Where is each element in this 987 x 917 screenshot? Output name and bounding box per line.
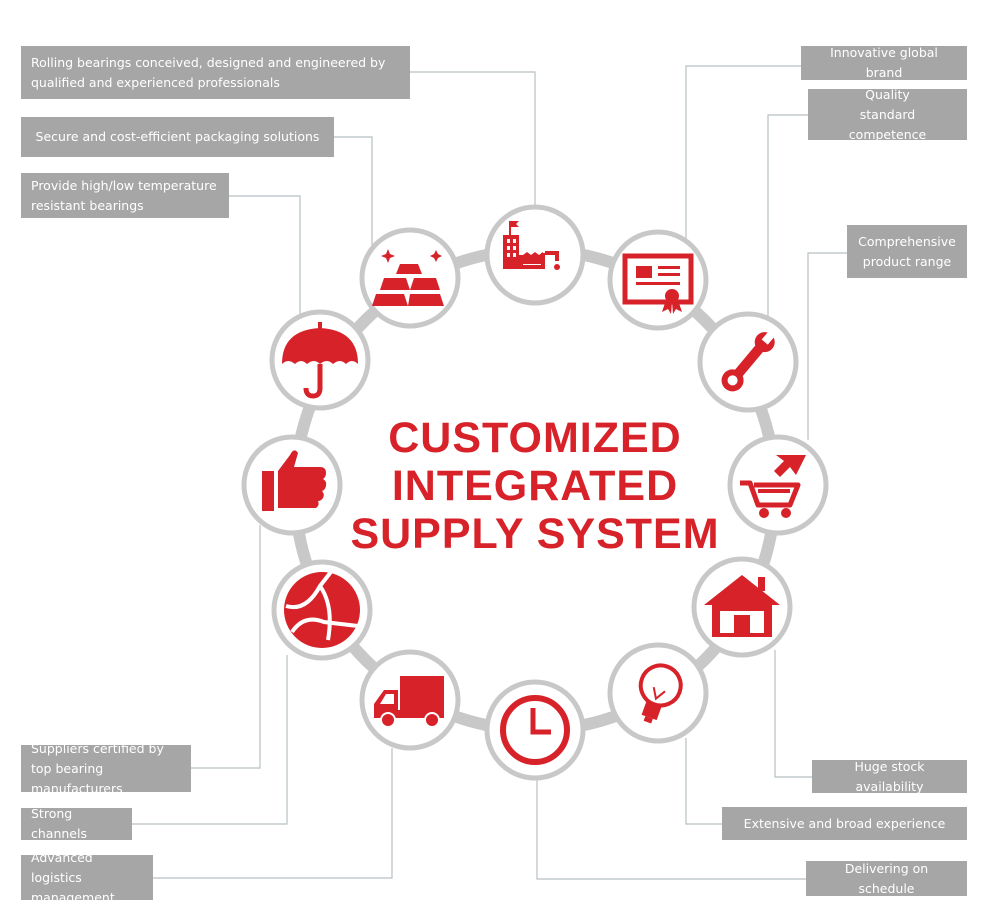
label-text: Delivering on schedule <box>844 860 929 896</box>
label-text: Secure and cost-efficient packaging solu… <box>35 129 320 144</box>
house-icon <box>704 575 780 637</box>
label-box: Comprehensive product range <box>847 225 967 278</box>
icon-node <box>359 227 461 329</box>
connector <box>536 778 806 880</box>
label-box: Secure and cost-efficient packaging solu… <box>21 117 334 157</box>
connector <box>132 655 288 825</box>
label-box: Suppliers certified by top bearing manuf… <box>21 741 191 796</box>
icon-node <box>359 649 461 751</box>
label-box: Quality standard competence <box>808 87 967 142</box>
connector <box>685 65 801 240</box>
truck-icon <box>374 676 444 728</box>
label-box: Huge stock availability <box>812 759 967 794</box>
label-text: Suppliers certified by top bearing manuf… <box>31 740 164 796</box>
globe-icon <box>284 566 360 648</box>
lightbulb-icon <box>638 663 683 724</box>
connector <box>774 650 812 778</box>
label-text: Huge stock availability <box>854 758 925 794</box>
wrench-icon <box>721 330 776 392</box>
connector <box>191 525 261 769</box>
label-box: Provide high/low temperature resistant b… <box>21 173 229 218</box>
thumbs-up-icon <box>262 450 327 511</box>
title-line: SUPPLY SYSTEM <box>350 510 720 558</box>
cart-icon <box>740 455 806 518</box>
label-box: Rolling bearings conceived, designed and… <box>21 46 410 99</box>
label-box: Delivering on schedule <box>806 861 967 896</box>
icon-node <box>697 311 799 413</box>
connector <box>410 71 536 207</box>
icon-node <box>241 434 343 536</box>
certificate-icon <box>622 253 694 314</box>
connector <box>807 252 847 440</box>
connector <box>229 195 301 315</box>
connector <box>153 748 393 879</box>
label-text: Comprehensive product range <box>858 233 956 269</box>
umbrella-icon <box>282 322 358 399</box>
label-box: Extensive and broad experience <box>722 807 967 840</box>
icon-node <box>269 309 371 411</box>
label-text: Innovative global brand <box>830 45 938 80</box>
icon-node <box>607 642 709 744</box>
label-text: Quality standard competence <box>848 86 927 142</box>
icon-node <box>691 556 793 658</box>
label-text: Strong channels <box>31 806 87 841</box>
label-text: Advanced logistics management <box>31 849 115 905</box>
title-line: CUSTOMIZED <box>388 414 682 462</box>
diagram-title: CUSTOMIZED INTEGRATED SUPPLY SYSTEM <box>285 414 785 558</box>
label-text: Rolling bearings conceived, designed and… <box>31 54 386 90</box>
gold-bars-icon <box>372 249 444 306</box>
icon-node <box>484 204 586 306</box>
icon-node <box>607 229 709 331</box>
icon-node <box>727 434 829 536</box>
label-box: Strong channels <box>21 806 132 841</box>
connector <box>334 136 373 250</box>
title-line: INTEGRATED <box>391 462 679 510</box>
clock-icon <box>500 695 570 765</box>
connectors <box>132 65 847 880</box>
label-box: Advanced logistics management <box>21 850 153 905</box>
connector <box>685 738 722 825</box>
label-text: Extensive and broad experience <box>743 815 946 831</box>
icon-node <box>484 679 586 781</box>
icon-node <box>271 559 373 661</box>
label-text: Provide high/low temperature resistant b… <box>31 177 217 213</box>
factory-icon <box>503 221 560 270</box>
connector <box>767 114 808 318</box>
label-box: Innovative global brand <box>801 45 967 80</box>
